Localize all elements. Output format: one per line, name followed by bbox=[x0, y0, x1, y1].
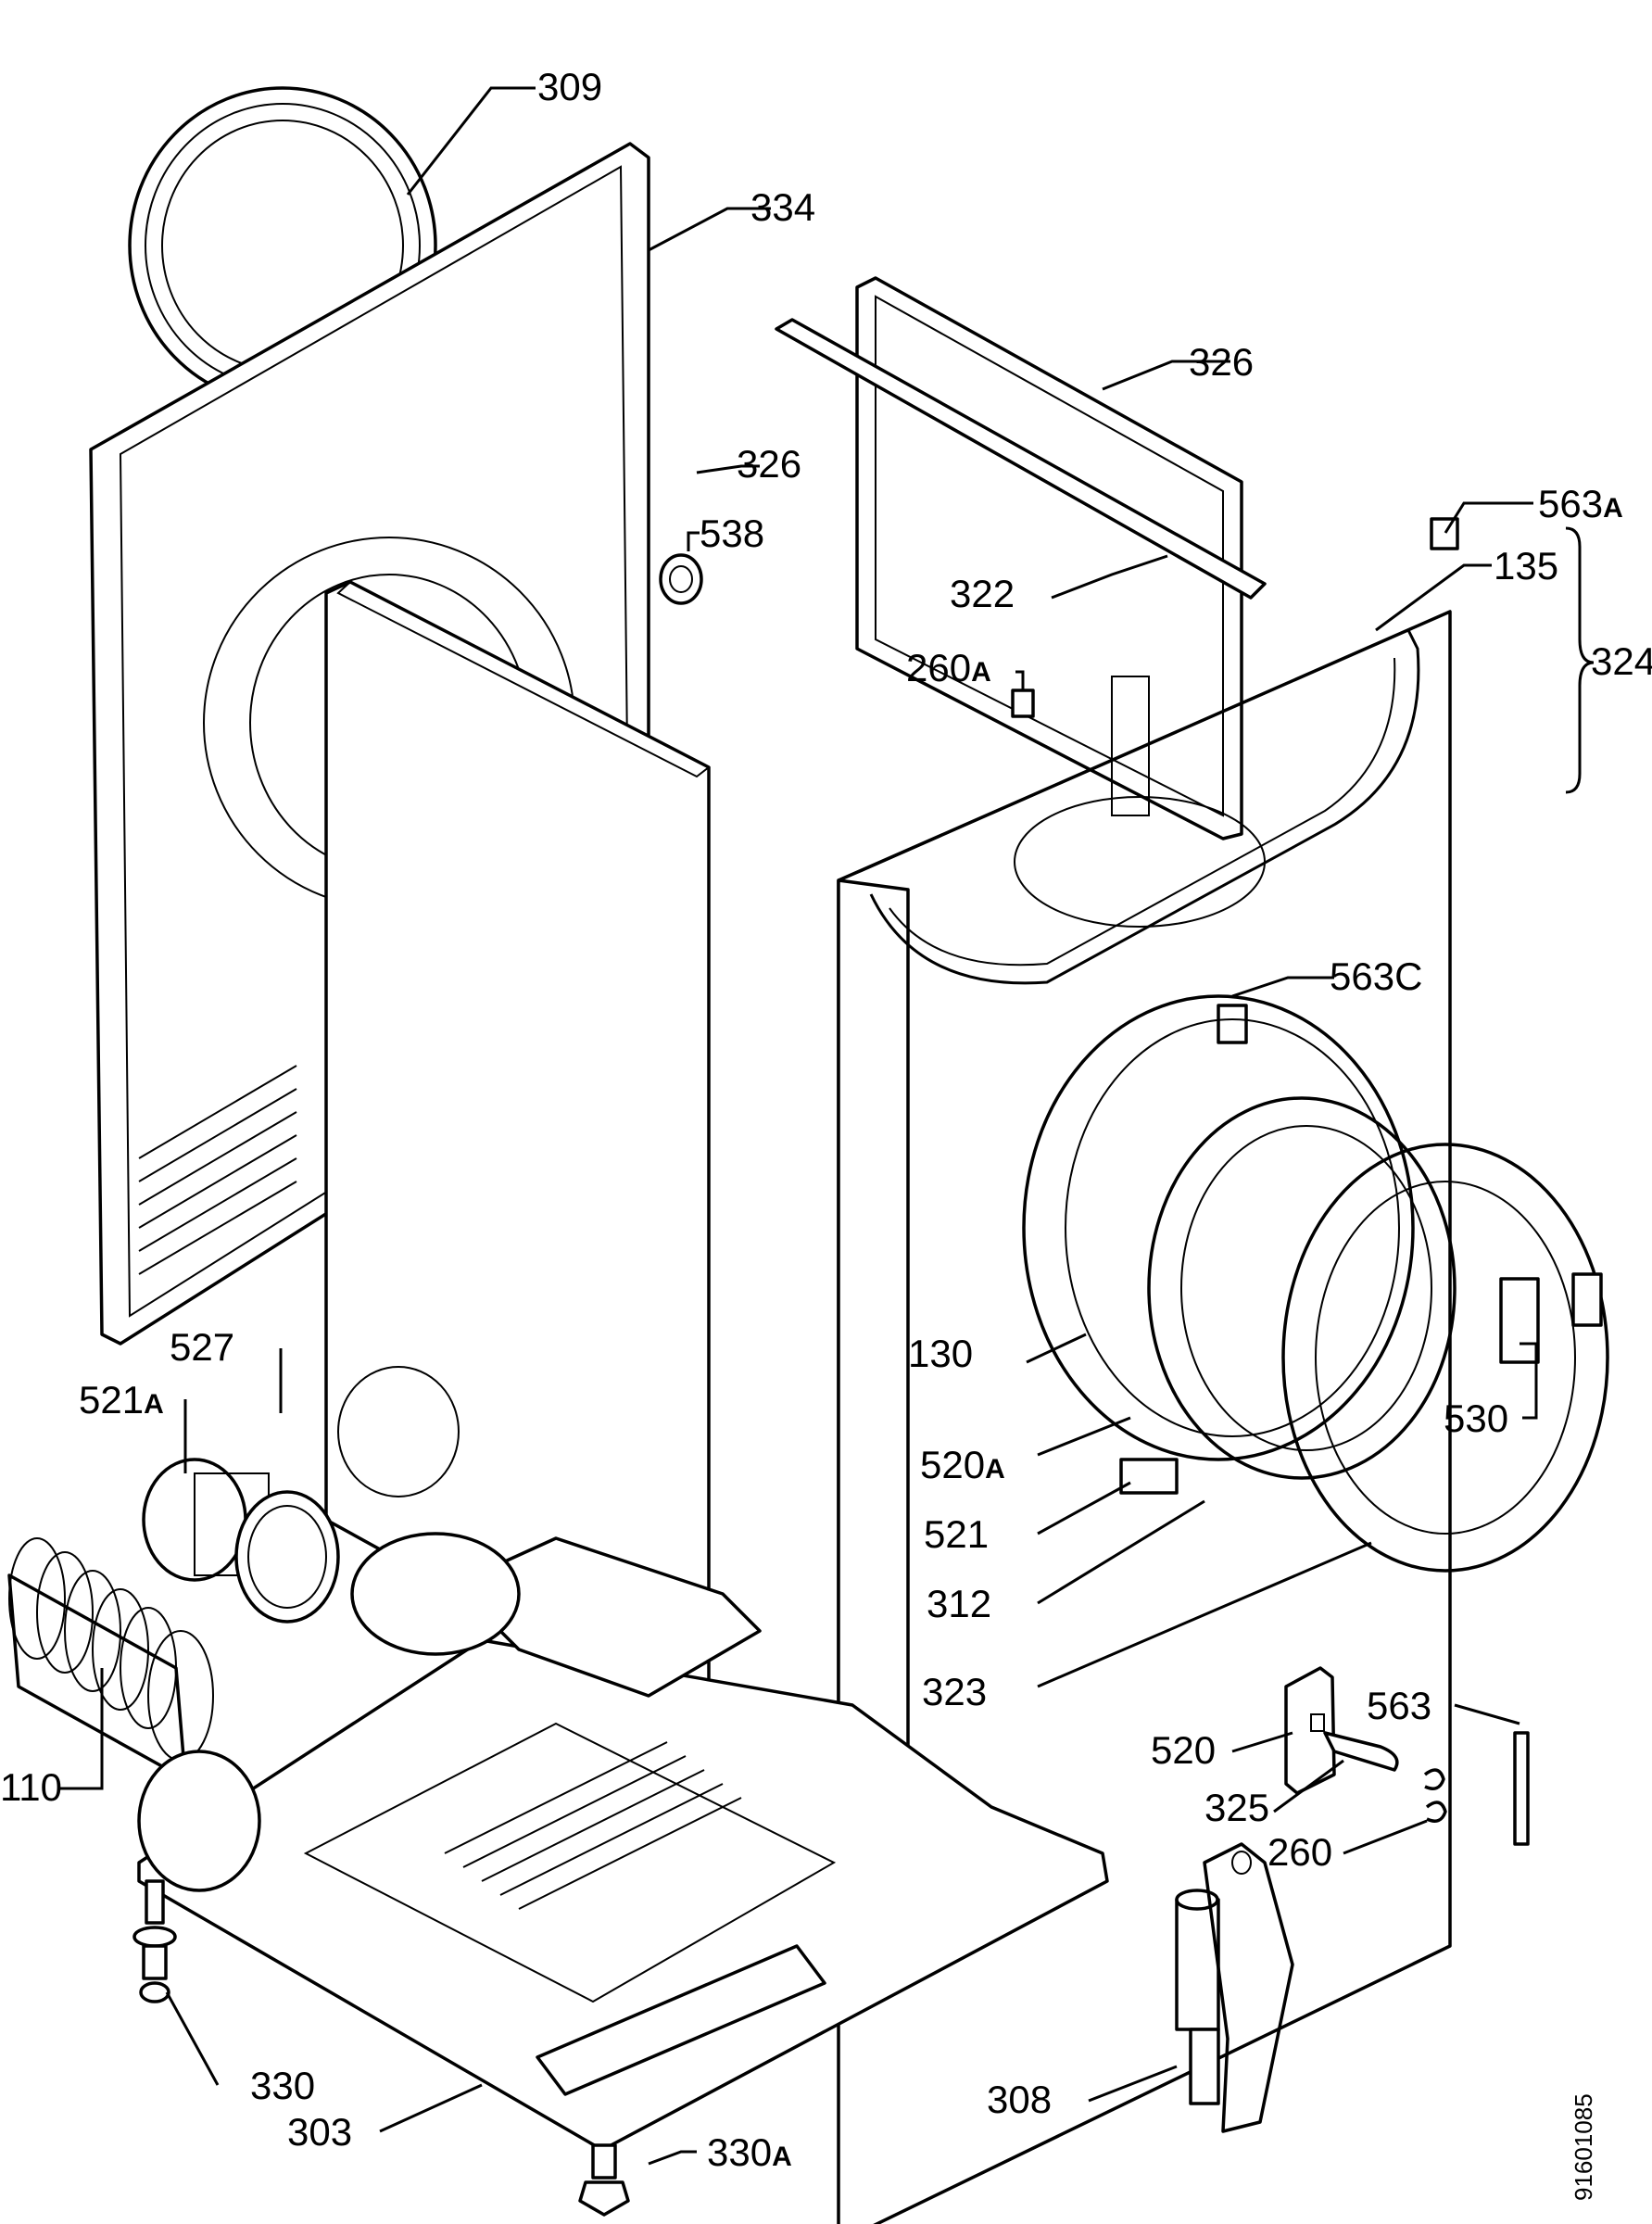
label-110: 110 bbox=[0, 1765, 62, 1809]
label-334: 334 bbox=[750, 185, 815, 229]
label-312: 312 bbox=[927, 1582, 991, 1625]
part-520-hinge-plate bbox=[1284, 1666, 1336, 1795]
part-322-rail bbox=[775, 318, 1267, 600]
label-323: 323 bbox=[922, 1670, 987, 1713]
part-538-bush bbox=[659, 553, 703, 605]
part-330-foot bbox=[132, 1879, 177, 2003]
part-312-door-ring bbox=[1147, 1096, 1457, 1480]
part-303-base bbox=[137, 1532, 1109, 2152]
label-520a: 520A bbox=[920, 1443, 1005, 1486]
label-325: 325 bbox=[1204, 1786, 1269, 1829]
label-326-side: 326 bbox=[737, 442, 801, 486]
label-538: 538 bbox=[700, 512, 764, 555]
label-324: 324 bbox=[1591, 639, 1652, 683]
part-563c-clip bbox=[1217, 1004, 1248, 1044]
label-260a: 260A bbox=[906, 646, 991, 689]
label-330a: 330A bbox=[707, 2130, 792, 2174]
part-326-frame bbox=[855, 276, 1243, 840]
label-260: 260 bbox=[1267, 1830, 1332, 1874]
label-563c: 563C bbox=[1330, 954, 1422, 998]
part-527-coupling-ring bbox=[234, 1490, 340, 1624]
part-260-clip bbox=[1423, 1768, 1447, 1823]
part-521-latch bbox=[1119, 1458, 1179, 1495]
leader-lines bbox=[60, 86, 1538, 2166]
label-330: 330 bbox=[250, 2064, 315, 2107]
part-labels: 309 334 326 538 322 260A 563A 135 324 32… bbox=[0, 65, 1652, 2201]
part-530-door bbox=[1281, 1143, 1609, 1573]
label-309: 309 bbox=[537, 65, 602, 108]
part-260a-clip bbox=[1011, 689, 1035, 718]
label-563: 563 bbox=[1367, 1684, 1431, 1727]
label-308: 308 bbox=[987, 2078, 1052, 2121]
label-303: 303 bbox=[287, 2110, 352, 2154]
part-324-front-panel bbox=[837, 610, 1452, 2224]
label-520: 520 bbox=[1151, 1728, 1216, 1772]
part-308-hinge bbox=[1175, 1842, 1294, 2133]
label-521a: 521A bbox=[79, 1378, 164, 1422]
part-325-hinge-arm bbox=[1323, 1731, 1399, 1772]
part-563-pin bbox=[1513, 1731, 1530, 1846]
label-322: 322 bbox=[950, 572, 1015, 615]
label-527: 527 bbox=[170, 1325, 234, 1369]
label-135: 135 bbox=[1494, 544, 1558, 588]
label-521: 521 bbox=[924, 1512, 989, 1556]
part-130-door-seal bbox=[1022, 994, 1415, 1461]
label-130: 130 bbox=[908, 1332, 973, 1375]
label-326-top: 326 bbox=[1189, 340, 1254, 384]
bracket-324 bbox=[1565, 526, 1595, 794]
part-330a-foot bbox=[578, 2143, 630, 2217]
label-563a: 563A bbox=[1538, 482, 1623, 525]
label-530: 530 bbox=[1444, 1396, 1508, 1440]
part-563a-clip bbox=[1430, 517, 1459, 550]
drawing-code: 91601085 bbox=[1570, 2093, 1597, 2201]
